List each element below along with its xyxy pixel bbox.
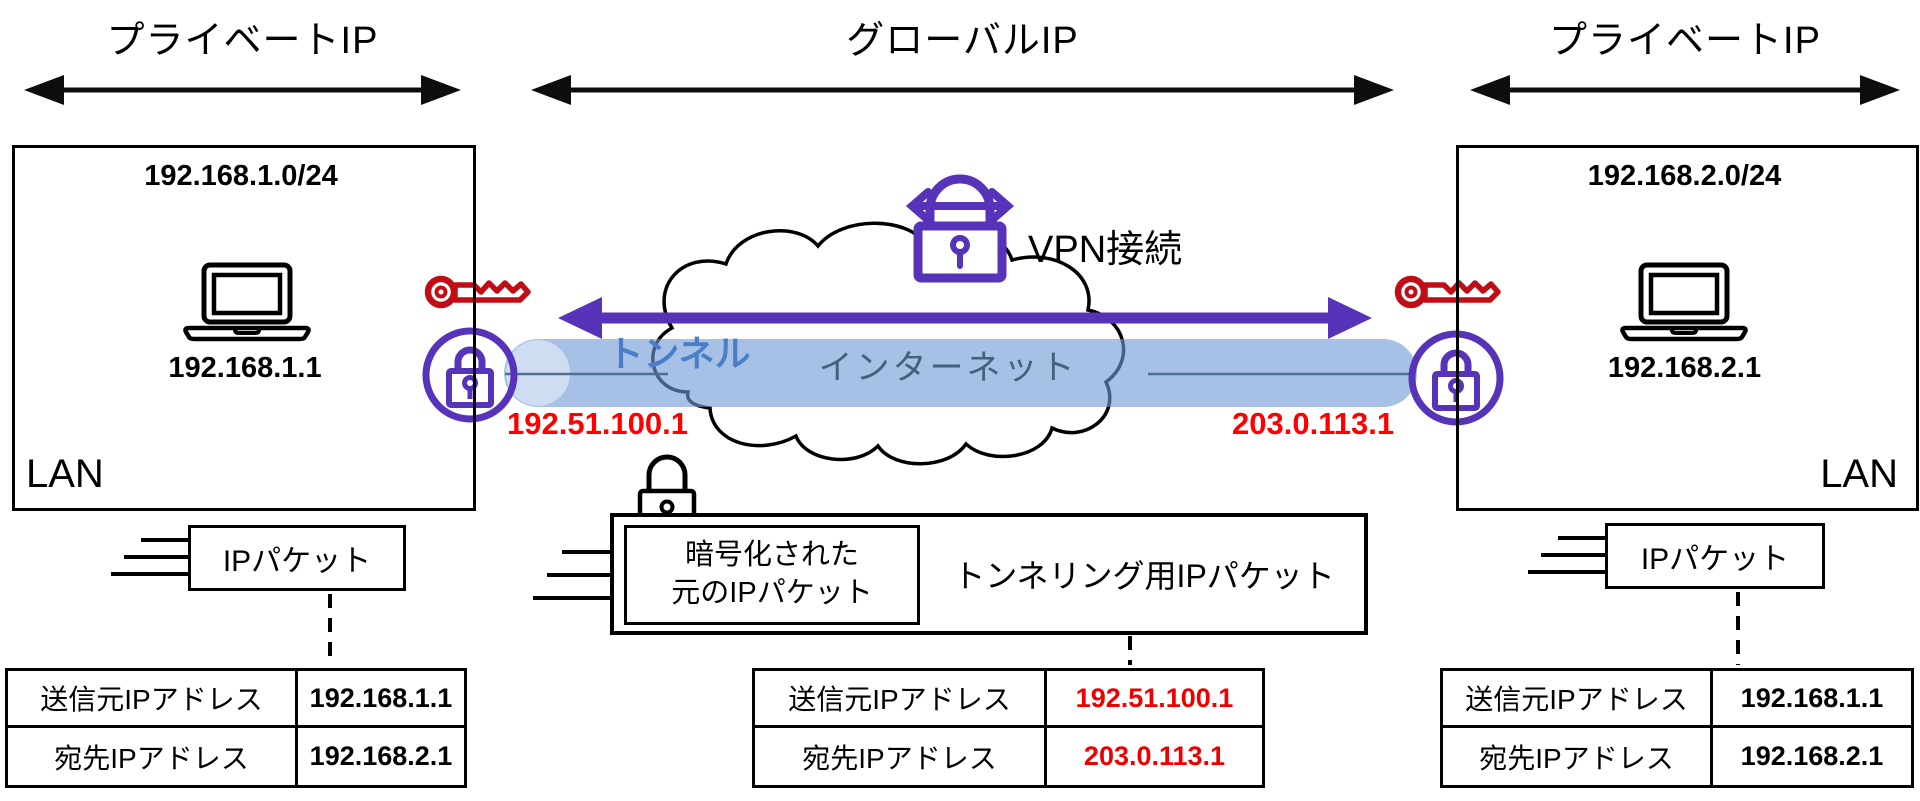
global-ip-label: グローバルIP [846,19,1079,62]
private-ip-label-right: プライベートIP [1549,19,1821,62]
address-table-right: 送信元IPアドレス 192.168.1.1 宛先IPアドレス 192.168.2… [1440,668,1914,788]
private-ip-label-left: プライベートIP [106,19,379,62]
vpn-lock-icon [905,174,1015,283]
table-label: 宛先IPアドレス [8,728,298,785]
table-value: 203.0.113.1 [1083,741,1226,771]
tunnel-label: トンネル [607,333,751,374]
address-table-middle: 送信元IPアドレス 192.51.100.1 宛先IPアドレス 203.0.11… [752,668,1265,788]
host-ip-right: 192.168.2.1 [1607,351,1762,384]
encrypted-packet-line1: 暗号化された [684,539,859,572]
lan-label-left: LAN [26,452,104,496]
table-label: 宛先IPアドレス [1443,728,1713,785]
lan-box-left [12,145,476,511]
table-label: 送信元IPアドレス [755,671,1047,728]
packet-table-connectors [328,592,1740,665]
table-value: 192.51.100.1 [1047,671,1262,728]
ip-packet-box-right: IPパケット [1605,523,1825,589]
subnet-label-left: 192.168.1.0/24 [144,159,338,192]
packet-motion-lines-right [1528,536,1605,574]
vpn-tunnel-band [504,339,1417,407]
global-ip-span-arrow [531,75,1394,105]
encrypted-packet-line2: 元のIPパケット [671,577,873,609]
address-table-left: 送信元IPアドレス 192.168.1.1 宛先IPアドレス 192.168.2… [5,668,467,788]
subnet-label-right: 192.168.2.0/24 [1587,159,1782,192]
vpn-connection-label: VPN接続 [1028,229,1183,271]
table-value: 192.168.1.1 [1713,671,1911,728]
ip-packet-box-left: IPパケット [188,525,406,591]
table-value: 192.168.1.1 [298,671,464,728]
table-value: 192.168.2.1 [1740,741,1884,771]
tunnel-packet-label: トンネリング用IPパケット [953,558,1335,594]
encrypted-packet-box: 暗号化された 元のIPパケット [624,525,920,625]
private-ip-span-arrow-right [1470,75,1900,105]
table-label: 送信元IPアドレス [8,671,298,728]
internet-label: インターネット [818,348,1078,387]
lan-box-right [1456,145,1919,511]
table-label: 宛先IPアドレス [755,728,1047,785]
lan-label-right: LAN [1820,452,1898,496]
tunnel-packet-box: 暗号化された 元のIPパケット トンネリング用IPパケット [610,513,1368,635]
table-label: 送信元IPアドレス [1443,671,1713,728]
host-ip-left: 192.168.1.1 [168,351,322,384]
vpn-connection-arrow [558,297,1372,339]
gateway-ip-left: 192.51.100.1 [507,406,689,441]
table-value: 192.168.2.1 [309,741,453,771]
gateway-ip-right: 203.0.113.1 [1232,406,1395,441]
private-ip-span-arrow-left [24,75,461,105]
packet-motion-lines-left [111,538,188,576]
packet-motion-lines-middle [533,550,610,600]
